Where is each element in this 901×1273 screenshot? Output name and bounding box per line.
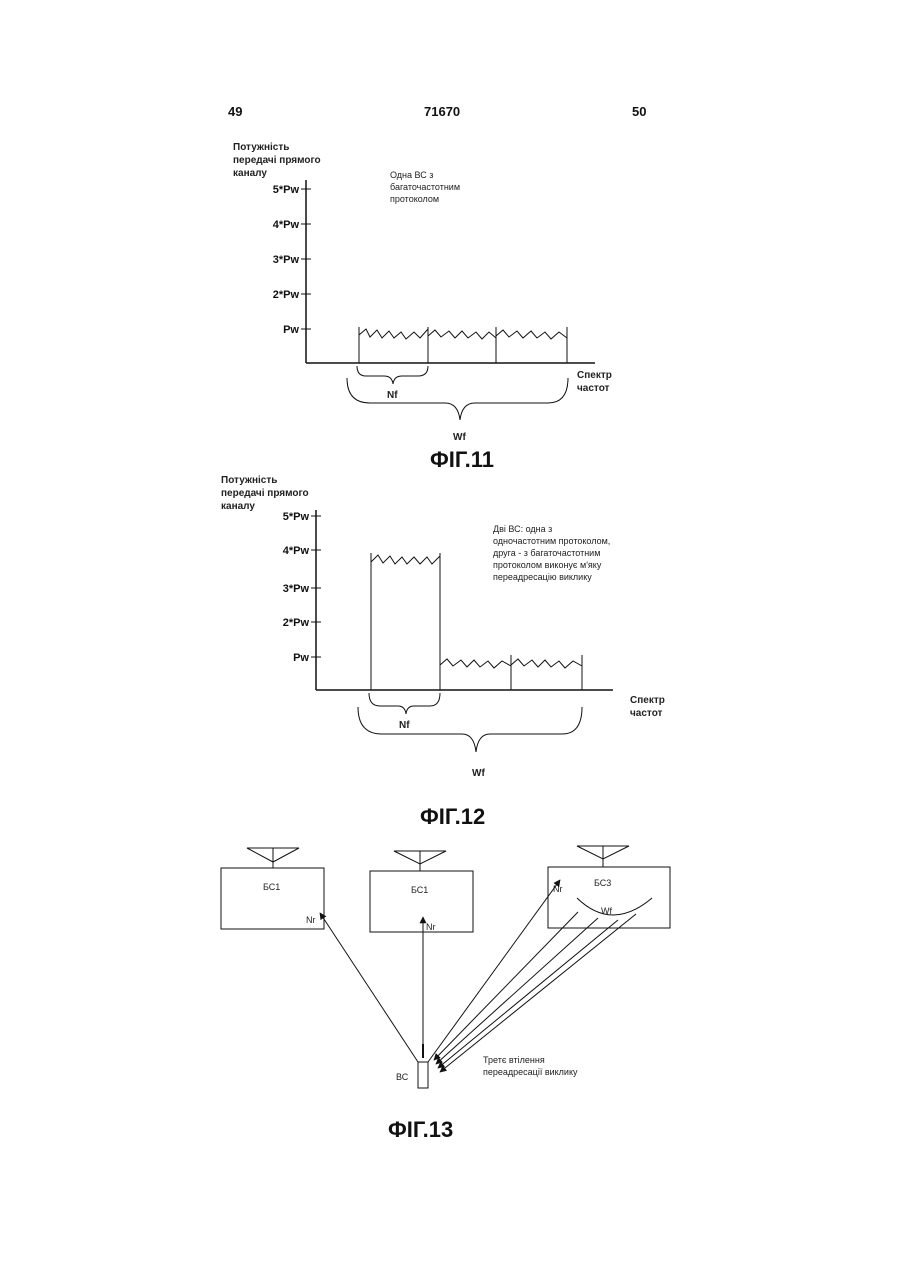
fig11-nf-label: Nf xyxy=(387,390,398,401)
fig11-xlabel-line2: частот xyxy=(577,383,610,394)
fig12-xlabel-line2: частот xyxy=(630,708,663,719)
bs2-nr-label: Nr xyxy=(426,922,436,932)
downlink-4 xyxy=(440,914,636,1072)
fig11-ylabel-line3: каналу xyxy=(233,168,267,179)
fig12-tick-label: 3*Pw xyxy=(283,583,310,595)
mobile-station xyxy=(418,1044,428,1088)
fig11-wf-brace xyxy=(347,378,568,420)
fig12-ylabel-line2: передачі прямого xyxy=(221,488,309,499)
uplink-to-bs1 xyxy=(320,913,418,1062)
fig11-tick-label: 4*Pw xyxy=(273,219,300,231)
fig11-carrier-1 xyxy=(359,327,428,363)
fig12-tick-label: 4*Pw xyxy=(283,545,310,557)
fig11-nf-brace xyxy=(357,366,428,384)
figure-13: БС1 Nr БС1 Nr БС3 Nr Wf xyxy=(221,846,670,1142)
fig11-ylabel-line2: передачі прямого xyxy=(233,155,321,166)
fig13-note-line2: переадресації виклику xyxy=(483,1067,578,1077)
downlink-3 xyxy=(438,920,618,1068)
fig11-xlabel-line1: Спектр xyxy=(577,370,612,381)
fig12-ylabel-line1: Потужність xyxy=(221,475,277,486)
fig12-nf-label: Nf xyxy=(399,720,410,731)
fig12-caption: ФІГ.12 xyxy=(420,804,485,829)
fig12-tick-label: 5*Pw xyxy=(283,511,310,523)
bs3-label: БС3 xyxy=(594,878,611,888)
fig11-tick-label: 3*Pw xyxy=(273,254,300,266)
fig12-xlabel-line1: Спектр xyxy=(630,695,665,706)
fig12-carrier-3 xyxy=(511,655,582,690)
bs3-wf-label: Wf xyxy=(601,906,612,916)
bs1-nr-label: Nr xyxy=(306,915,316,925)
fig12-note-line2: одночастотним протоколом, xyxy=(493,536,610,546)
fig12-nf-brace xyxy=(369,693,440,714)
downlink-1 xyxy=(434,912,578,1060)
fig11-tick-label: 5*Pw xyxy=(273,184,300,196)
bs2-label: БС1 xyxy=(411,885,428,895)
fig12-tick-label: 2*Pw xyxy=(283,617,310,629)
figure-12: Потужність передачі прямого каналу Дві В… xyxy=(221,475,665,829)
fig12-wf-brace xyxy=(358,707,582,752)
fig12-note-line5: переадресацію виклику xyxy=(493,572,592,582)
fig12-tick-label: Pw xyxy=(293,652,309,664)
figure-11: Потужність передачі прямого каналу Одна … xyxy=(233,142,612,472)
bs3-nr-label: Nr xyxy=(553,884,563,894)
fig12-single-frequency-carrier xyxy=(371,553,440,690)
fig11-caption: ФІГ.11 xyxy=(430,447,494,472)
fig11-ylabel-line1: Потужність xyxy=(233,142,289,153)
fig12-note-line3: друга - з багаточастотним xyxy=(493,548,600,558)
fig11-carrier-3 xyxy=(496,327,567,363)
fig13-note-line1: Третє втілення xyxy=(483,1055,545,1065)
mobile-station-label: ВС xyxy=(396,1072,409,1082)
fig11-tick-label: 2*Pw xyxy=(273,289,300,301)
fig12-carrier-2 xyxy=(440,655,511,690)
fig11-note-line3: протоколом xyxy=(390,194,439,204)
fig11-note-line1: Одна ВС з xyxy=(390,170,433,180)
fig12-note-line1: Дві ВС: одна з xyxy=(493,524,552,534)
bs1-label: БС1 xyxy=(263,882,280,892)
fig11-wf-label: Wf xyxy=(453,432,466,443)
fig13-caption: ФІГ.13 xyxy=(388,1117,453,1142)
fig11-note-line2: багаточастотним xyxy=(390,182,460,192)
fig12-note-line4: протоколом виконує м'яку xyxy=(493,560,602,570)
uplink-to-bs3 xyxy=(428,880,560,1062)
fig11-tick-label: Pw xyxy=(283,324,299,336)
fig11-carrier-2 xyxy=(428,327,496,363)
fig12-ylabel-line3: каналу xyxy=(221,501,255,512)
fig12-wf-label: Wf xyxy=(472,768,485,779)
